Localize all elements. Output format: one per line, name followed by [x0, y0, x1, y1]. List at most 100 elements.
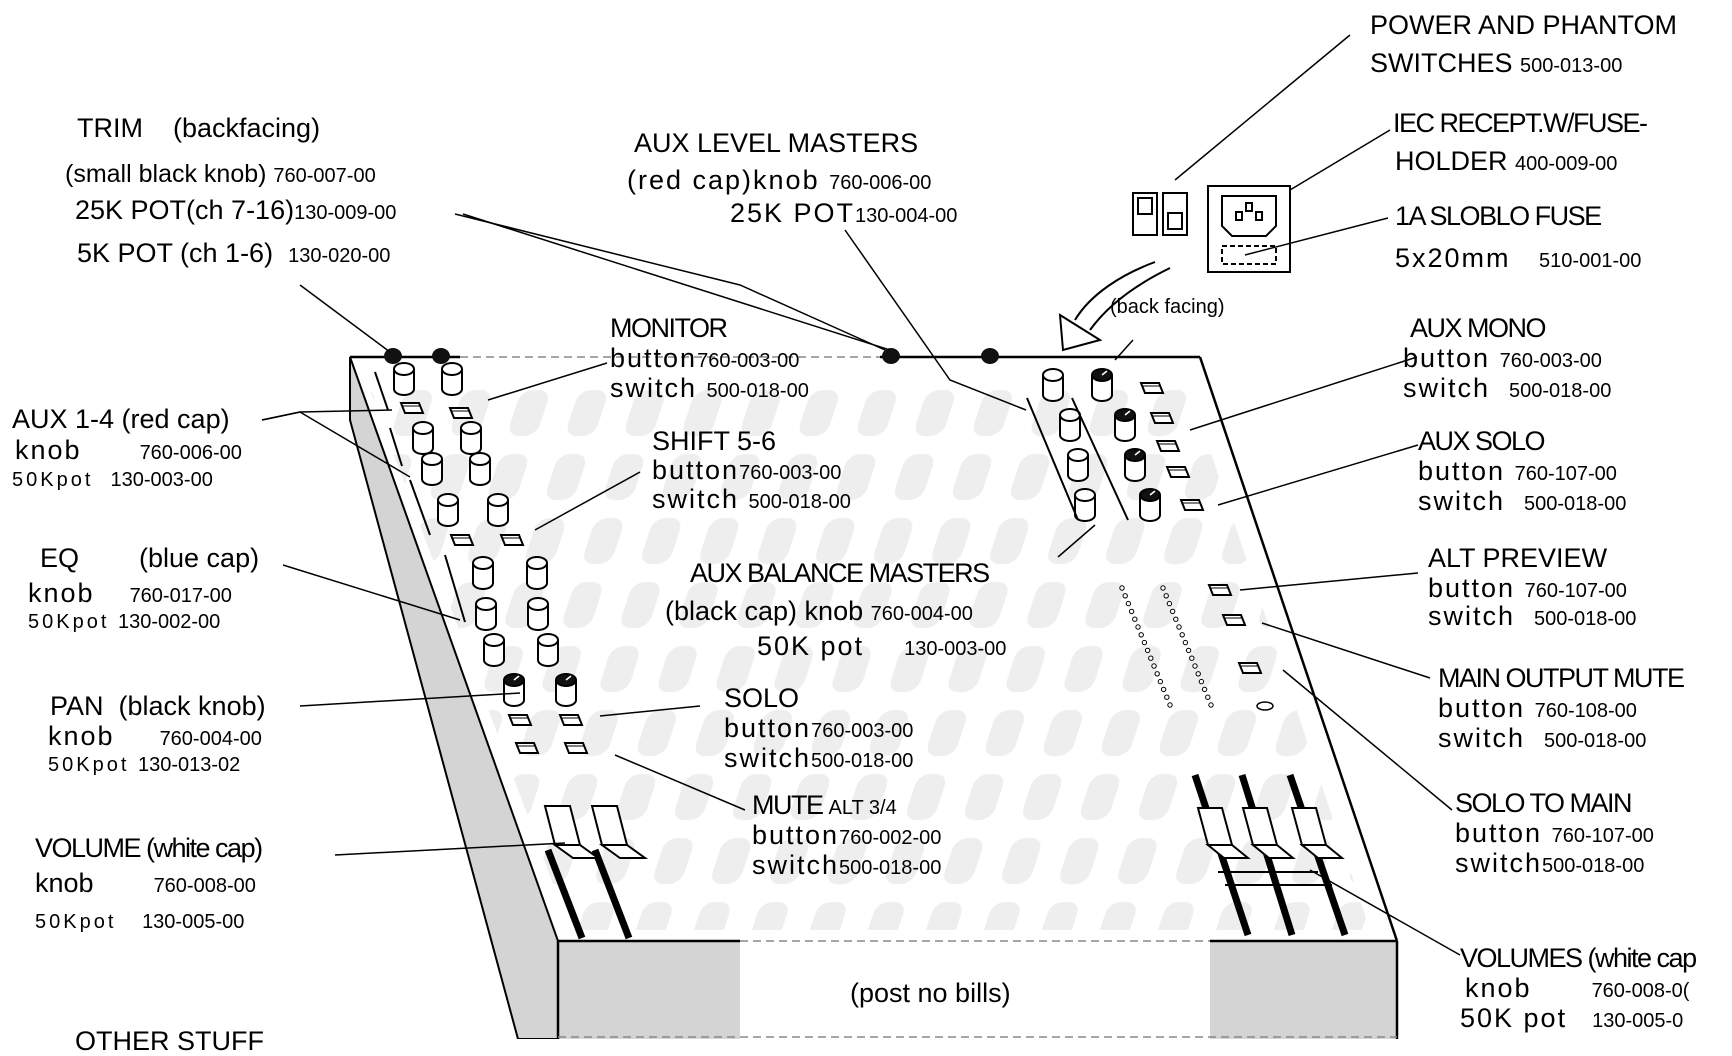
aux-balance-title: AUX BALANCE MASTERS: [690, 558, 990, 588]
channel-buttons: [399, 382, 1263, 754]
console-watermark: [370, 390, 1370, 930]
power-title: POWER AND PHANTOM: [1370, 10, 1678, 40]
shift-switch-label: switch 500-018-00: [652, 484, 851, 514]
pan-title: PAN (black knob): [50, 691, 266, 721]
led-dot: [1173, 616, 1179, 622]
aux-level-knob: (red cap)knob 760-006-00: [627, 165, 932, 195]
fader-cap: [543, 805, 602, 859]
push-button: [563, 742, 589, 754]
rotary-knob: [1067, 448, 1089, 482]
main-mute-button-label: button 760-108-00: [1438, 693, 1637, 723]
aux-solo-switch-label: switch 500-018-00: [1418, 486, 1627, 516]
led-dot: [1148, 655, 1154, 661]
aux-solo-button-label: button 760-107-00: [1418, 456, 1617, 486]
led-dot: [1125, 600, 1132, 607]
push-button: [507, 714, 533, 726]
trim-title: TRIM (backfacing): [77, 113, 321, 143]
led-dot: [1179, 632, 1185, 638]
push-button: [1221, 614, 1247, 626]
led-dot: [1135, 624, 1141, 630]
indicator-led: [1256, 701, 1274, 711]
led-dot: [1182, 639, 1189, 646]
led-meters: [1119, 585, 1214, 708]
led-dot: [1164, 694, 1170, 700]
led-dot: [1167, 702, 1173, 708]
led-dot: [1205, 694, 1211, 700]
console-body: [349, 355, 1399, 1039]
group-brackets: [374, 371, 1129, 623]
rotary-knob: [526, 556, 548, 590]
rotary-knob: [475, 597, 497, 631]
main-mute-switch-label: switch 500-018-00: [1438, 723, 1647, 753]
fuse-size-label: 5x20mm 510-001-00: [1395, 243, 1642, 273]
rotary-knob: [421, 452, 443, 486]
trim-knobs: [384, 348, 999, 364]
led-dot: [1144, 647, 1151, 654]
aux-level-pot: 25K POT130-004-00: [730, 198, 958, 228]
console-front-panel: [740, 941, 1210, 1039]
rotary-knob: [527, 597, 549, 631]
rotary-knob: [1124, 448, 1146, 482]
aux-mono-button-label: button 760-003-00: [1403, 343, 1602, 373]
aux14-pot-label: 50Kpot 130-003-00: [12, 469, 213, 491]
aux-solo-title: AUX SOLO: [1418, 426, 1546, 456]
led-dot: [1198, 678, 1205, 685]
trim-knob: [432, 348, 450, 364]
console-left-front: [558, 941, 740, 1039]
fader-cap: [590, 805, 649, 859]
shift-button-label: button760-003-00: [652, 455, 842, 485]
back-facing-label: (back facing): [1110, 296, 1225, 318]
power-switches-label: SWITCHES 500-013-00: [1370, 48, 1623, 78]
aux-balance-knob: (black cap) knob 760-004-00: [665, 596, 973, 626]
push-button: [448, 407, 474, 419]
leader-lines: [261, 34, 1461, 956]
rotary-knob: [483, 633, 505, 667]
rotary-knob: [1091, 368, 1113, 402]
push-button: [1179, 499, 1205, 511]
rotary-knob: [487, 493, 509, 527]
solo-main-title: SOLO TO MAIN: [1455, 788, 1633, 818]
trim-knob-label: (small black knob) 760-007-00: [65, 160, 376, 188]
push-button: [1149, 412, 1175, 424]
led-dot: [1160, 585, 1166, 591]
rotary-knob: [1042, 368, 1064, 402]
led-dot: [1163, 593, 1169, 599]
aux-mono-switch-label: switch 500-018-00: [1403, 373, 1612, 403]
master-faders: [1191, 773, 1349, 937]
monitor-button-label: button760-003-00: [610, 343, 800, 373]
led-dot: [1119, 585, 1125, 591]
led-dot: [1185, 647, 1192, 654]
other-stuff-heading: OTHER STUFF: [75, 1026, 264, 1056]
volume-title: VOLUME (white cap): [35, 833, 263, 863]
monitor-title: MONITOR: [610, 313, 728, 343]
rotary-knob: [537, 633, 559, 667]
push-button: [558, 714, 584, 726]
led-dot: [1154, 671, 1160, 677]
post-no-bills: (post no bills): [850, 978, 1011, 1008]
fader-cap: [1290, 807, 1345, 859]
solo-button-label: button760-003-00: [724, 713, 914, 743]
led-dot: [1176, 624, 1182, 630]
aux-level-title: AUX LEVEL MASTERS: [634, 128, 919, 158]
mute-switch-label: switch500-018-00: [752, 850, 942, 880]
led-dot: [1195, 671, 1201, 677]
fuse-title: 1A SLOBLO FUSE: [1395, 201, 1602, 231]
mute-button-label: button760-002-00: [752, 820, 942, 850]
push-button: [1207, 584, 1233, 596]
rotary-knob: [472, 556, 494, 590]
push-button: [1139, 382, 1165, 394]
push-button: [449, 534, 475, 546]
rotary-knob: [1139, 488, 1161, 522]
rotary-knob: [441, 362, 463, 396]
volume-pot-label: 50Kpot 130-005-00: [35, 911, 245, 933]
led-dot: [1151, 663, 1157, 669]
led-dot: [1141, 639, 1148, 646]
rotary-knob: [393, 362, 415, 396]
